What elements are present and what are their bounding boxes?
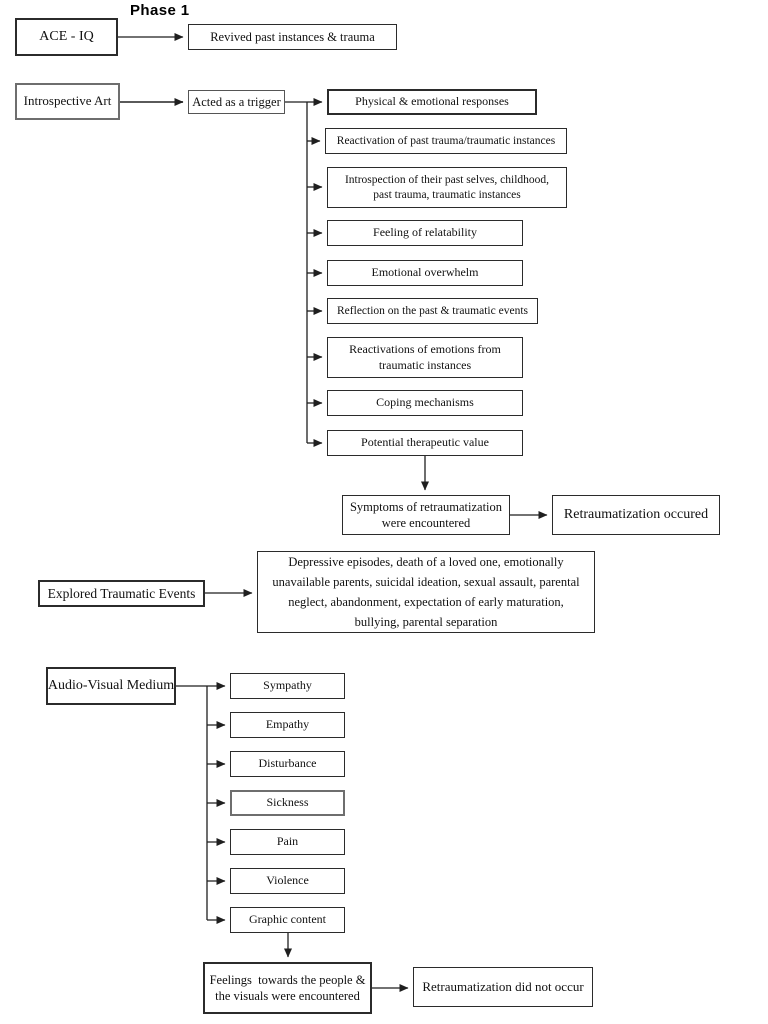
node-feeling-graphic-content: Graphic content <box>230 907 345 933</box>
node-retraumatization-occured: Retraumatization occured <box>552 495 720 535</box>
node-feeling-sickness: Sickness <box>230 790 345 816</box>
node-acted-as-trigger: Acted as a trigger <box>188 90 285 114</box>
node-feeling-pain: Pain <box>230 829 345 855</box>
node-retraumatization-did-not-occur: Retraumatization did not occur <box>413 967 593 1007</box>
node-audio-visual-medium: Audio-Visual Medium <box>46 667 176 705</box>
node-response-introspection: Introspection of their past selves, chil… <box>327 167 567 208</box>
node-traumatic-events-list: Depressive episodes, death of a loved on… <box>257 551 595 633</box>
node-feeling-empathy: Empathy <box>230 712 345 738</box>
node-revived-past-instances: Revived past instances & trauma <box>188 24 397 50</box>
node-response-coping-mechanisms: Coping mechanisms <box>327 390 523 416</box>
node-feeling-disturbance: Disturbance <box>230 751 345 777</box>
node-response-reactivations-emotions: Reactivations of emotions from traumatic… <box>327 337 523 378</box>
node-feeling-sympathy: Sympathy <box>230 673 345 699</box>
node-response-reactivation-trauma: Reactivation of past trauma/traumatic in… <box>325 128 567 154</box>
node-symptoms-encountered: Symptoms of retraumatization were encoun… <box>342 495 510 535</box>
node-response-physical-emotional: Physical & emotional responses <box>327 89 537 115</box>
node-introspective-art: Introspective Art <box>15 83 120 120</box>
node-response-relatability: Feeling of relatability <box>327 220 523 246</box>
node-explored-traumatic-events: Explored Traumatic Events <box>38 580 205 607</box>
node-response-therapeutic-value: Potential therapeutic value <box>327 430 523 456</box>
node-feelings-encountered: Feelings towards the people & the visual… <box>203 962 372 1014</box>
phase-title: Phase 1 <box>130 2 190 19</box>
node-feeling-violence: Violence <box>230 868 345 894</box>
node-response-emotional-overwhelm: Emotional overwhelm <box>327 260 523 286</box>
node-ace-iq: ACE - IQ <box>15 18 118 56</box>
node-response-reflection: Reflection on the past & traumatic event… <box>327 298 538 324</box>
